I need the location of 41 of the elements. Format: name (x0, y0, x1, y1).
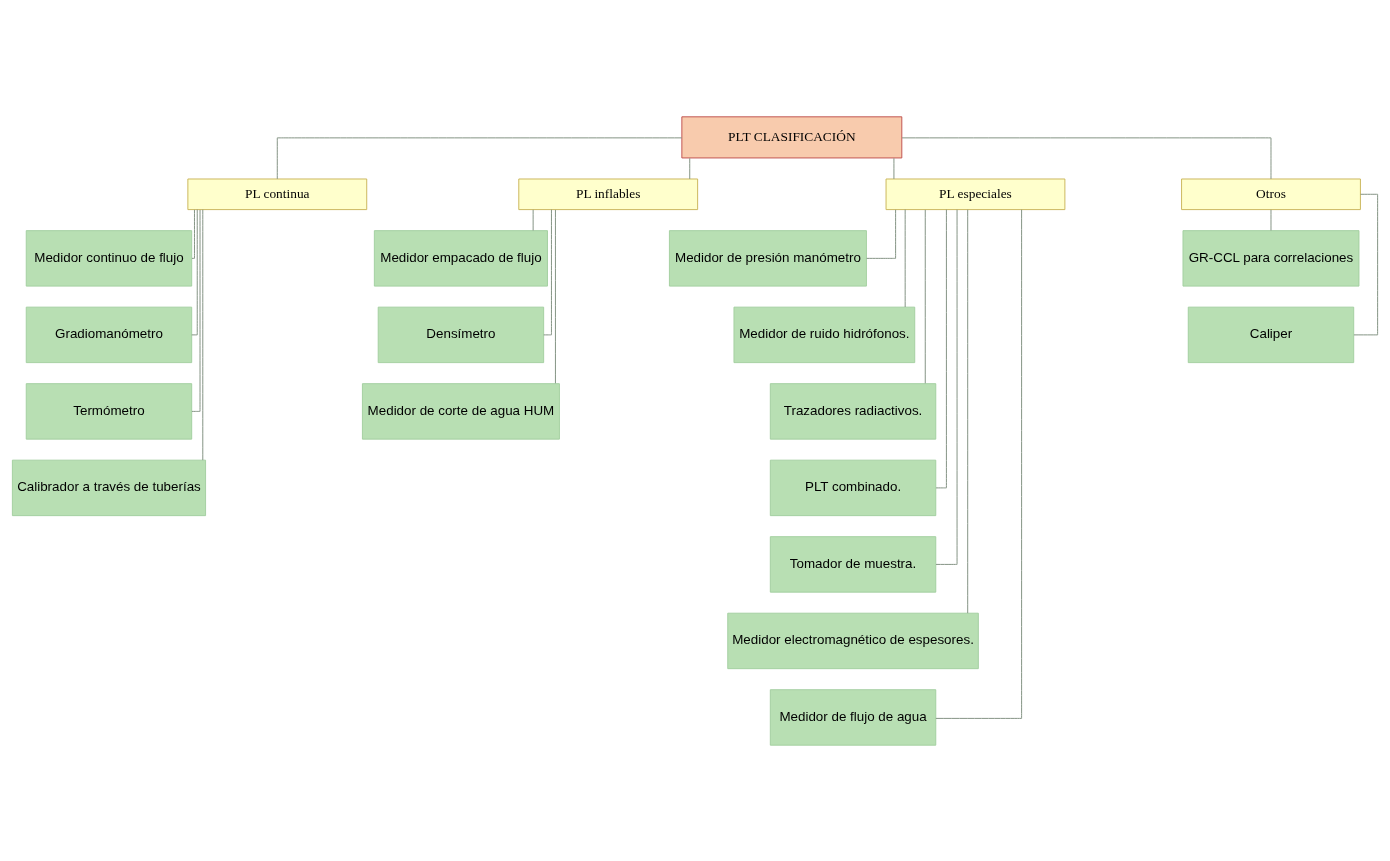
connector (967, 208, 969, 614)
node-box: Trazadores radiactivos. (769, 382, 937, 440)
node-box: Medidor de flujo de agua (769, 688, 937, 746)
connector (191, 208, 195, 259)
node-box: PLT combinado. (769, 459, 937, 516)
connector (543, 208, 552, 335)
connector (935, 208, 1023, 719)
node-box: GR-CCL para correlaciones (1182, 229, 1360, 287)
connector (904, 208, 906, 307)
connector (202, 208, 204, 461)
node-box: PL especiales (885, 178, 1066, 210)
connector (532, 208, 534, 231)
connector (191, 208, 198, 335)
node-box: Otros (1181, 178, 1361, 210)
connector (276, 136, 683, 179)
node-box: Medidor de corte de agua HUM (361, 382, 560, 440)
connector (935, 208, 958, 565)
connector (893, 157, 895, 179)
node-box: Medidor continuo de flujo (25, 229, 193, 287)
node-box: PL continua (187, 178, 368, 210)
connector (935, 208, 947, 488)
node-box: Caliper (1187, 306, 1355, 363)
node-box: PLT CLASIFICACIÓN (681, 115, 903, 158)
node-box: Termómetro (25, 382, 193, 440)
node-box: Medidor de ruido hidrófonos. (733, 306, 916, 363)
connector (554, 208, 556, 384)
node-box: PL inflables (518, 178, 699, 210)
connector (689, 157, 691, 179)
node-box: Calibrador a través de tuberías (11, 459, 207, 516)
node-box: Medidor electromagnético de espesores. (727, 612, 979, 669)
node-box: Medidor de presión manómetro (668, 229, 867, 287)
connector (924, 208, 926, 384)
connector (866, 208, 897, 259)
node-box: Medidor empacado de flujo (373, 229, 548, 287)
node-box: Gradiomanómetro (25, 306, 193, 363)
connector (901, 136, 1272, 179)
node-box: Tomador de muestra. (769, 535, 937, 593)
node-box: Densímetro (377, 306, 545, 363)
connector (1270, 208, 1272, 231)
connector (191, 208, 201, 412)
connector (1353, 193, 1379, 335)
